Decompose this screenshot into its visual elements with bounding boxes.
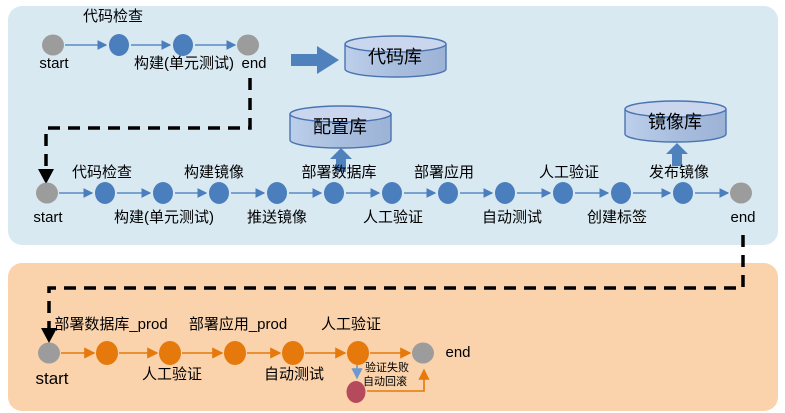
end-label: end (730, 209, 756, 226)
stage-label: 推送镜像 (246, 209, 308, 226)
prod-stage-node (282, 341, 304, 365)
repo-label-config: 配置库 (313, 117, 367, 137)
stage-label: 代码检查 (71, 164, 133, 181)
stage-label: 人工验证 (320, 316, 382, 333)
staging-stage-node (553, 182, 573, 204)
stage-label: 代码检查 (82, 8, 144, 25)
config-repo-cylinder (289, 105, 392, 149)
rollback-label-line2: 自动回滚 (363, 376, 407, 388)
staging-stage-node (673, 182, 693, 204)
down-arrowhead-icon (38, 169, 54, 184)
prod-start-node (38, 342, 60, 364)
end-label: end (241, 55, 267, 72)
stage-label: 人工验证 (362, 209, 424, 226)
rollback-node (346, 381, 366, 403)
staging-end-node (730, 182, 752, 204)
stage-label: 创建标签 (586, 209, 648, 226)
down-arrowhead-icon (41, 328, 57, 343)
staging-stage-node (153, 182, 173, 204)
commit-stage-node (109, 34, 129, 56)
commit-end-node (237, 34, 259, 56)
dashed-link-commit-to-staging (44, 78, 252, 170)
stage-label: 人工验证 (538, 164, 600, 181)
stage-label: 自动测试 (481, 209, 543, 226)
right-arrow-icon (291, 46, 339, 74)
prod-end-node (412, 342, 434, 364)
code-repo-cylinder (344, 35, 447, 78)
staging-stage-node (267, 182, 287, 204)
up-arrow-to-image-repo-icon (666, 143, 688, 166)
staging-stage-node (611, 182, 631, 204)
end-label: end (445, 344, 471, 361)
staging-stage-node (438, 182, 458, 204)
staging-start-node (36, 182, 58, 204)
start-label: start (35, 369, 69, 388)
repo-label-image: 镜像库 (648, 112, 702, 132)
stage-label: 部署应用 (413, 164, 475, 181)
start-label: start (33, 209, 63, 226)
prod-stage-node (159, 341, 181, 365)
stage-label: 构建(单元测试) (114, 209, 214, 226)
stage-label: 部署应用_prod (188, 316, 288, 333)
stage-label: 自动测试 (263, 366, 325, 383)
prod-stage-node (224, 341, 246, 365)
repo-label-code: 代码库 (368, 47, 422, 67)
start-label: start (39, 55, 69, 72)
stage-label: 部署数据库 (301, 164, 377, 181)
commit-stage-node (173, 34, 193, 56)
prod-stage-node (96, 341, 118, 365)
staging-stage-node (209, 182, 229, 204)
image-repo-cylinder (624, 100, 727, 143)
prod-stage-node (347, 341, 369, 365)
staging-stage-node (95, 182, 115, 204)
stage-label: 发布镜像 (648, 164, 710, 181)
staging-stage-node (324, 182, 344, 204)
up-arrow-to-config-repo-icon (330, 148, 352, 172)
commit-start-node (42, 34, 64, 56)
staging-stage-node (382, 182, 402, 204)
dashed-link-staging-to-prod (47, 235, 745, 329)
rollback-label-line1: 验证失败 (365, 362, 409, 374)
stage-label: 构建镜像 (183, 164, 245, 181)
rollback-return-path (367, 368, 430, 392)
staging-stage-node (495, 182, 515, 204)
stage-label: 构建(单元测试) (134, 55, 234, 72)
stage-label: 部署数据库_prod (54, 316, 168, 333)
stage-label: 人工验证 (141, 366, 203, 383)
